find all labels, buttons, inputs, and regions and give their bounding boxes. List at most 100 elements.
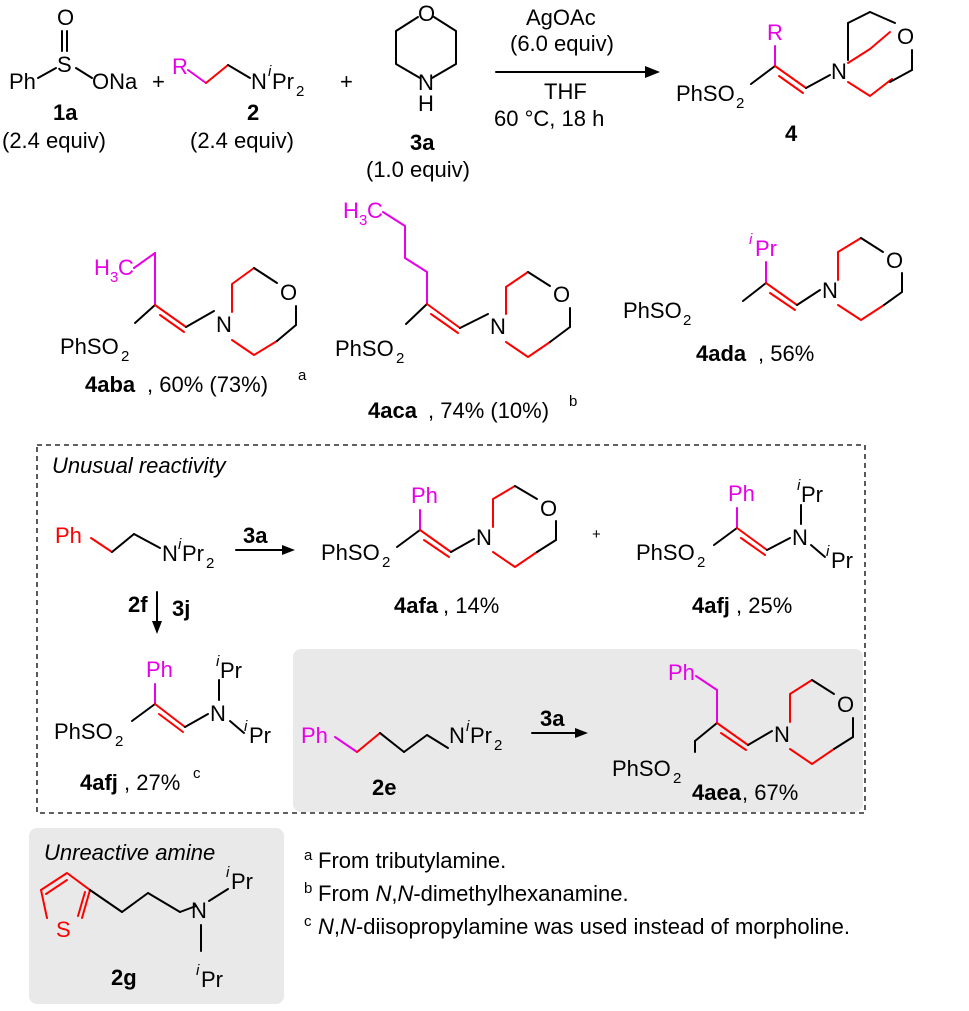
afj2-i-top: i: [216, 653, 220, 670]
afj-i-top: i: [797, 477, 801, 494]
yield-4afj-right: , 25%: [736, 593, 792, 618]
unreactive-title: Unreactive amine: [44, 840, 215, 865]
4aea-phenyl: Ph: [668, 660, 695, 685]
afj2-so2-sub: 2: [115, 733, 123, 750]
2e-isopropyl-i: i: [466, 718, 470, 735]
aca-phso2: PhSO: [335, 336, 394, 361]
footnote-b-mark: b: [304, 880, 312, 897]
label-2g: 2g: [111, 965, 137, 990]
label-4aba: 4aba: [85, 372, 136, 397]
reagent-equiv: (6.0 equiv): [510, 31, 614, 56]
label-4aea: 4aea: [692, 780, 742, 805]
2g-i-bottom: i: [196, 962, 200, 979]
reagent-3a-arrow-2: 3a: [540, 706, 565, 731]
product-4ada: i Pr PhSO 2 N O 4ada , 56%: [623, 231, 903, 366]
sulfinate-phenyl: Ph: [9, 69, 36, 94]
sulfinate-ona: ONa: [92, 69, 138, 94]
ada-nitrogen: N: [822, 278, 838, 303]
aca-oxygen: O: [553, 282, 570, 307]
footnote-a-text: From tributylamine.: [318, 848, 506, 873]
arrow-2f-3j: 3j: [152, 591, 190, 634]
reagent-3a: O N H 3a (1.0 equiv): [366, 1, 470, 182]
unreactive-amine-panel: [29, 828, 284, 1004]
unusual-title: Unusual reactivity: [52, 453, 228, 478]
note-4afj: c: [193, 765, 201, 782]
product-phso2: PhSO: [676, 81, 735, 106]
afa-nitrogen: N: [476, 525, 492, 550]
plus-sign-3: +: [592, 526, 601, 543]
afj-phso2: PhSO: [636, 540, 695, 565]
aba-nitrogen: N: [216, 312, 232, 337]
afa-oxygen: O: [540, 496, 557, 521]
2f-nitrogen: N: [162, 541, 178, 566]
ethyl-h-count: 3: [110, 269, 118, 286]
afa-phso2: PhSO: [321, 540, 380, 565]
note-4aca: b: [569, 393, 577, 410]
morpholine-nitrogen: N: [418, 70, 434, 95]
aca-nitrogen: N: [490, 314, 506, 339]
afj-ipr-top: Pr: [801, 482, 823, 507]
label-2f: 2f: [128, 592, 148, 617]
note-4aba: a: [298, 367, 307, 384]
product-4afj-left: Ph PhSO 2 N i Pr i Pr 4afj , 27% c: [54, 653, 271, 795]
isopropyl-count: 2: [296, 83, 304, 100]
aea-oxygen: O: [837, 692, 854, 717]
label-4afj-right: 4afj: [692, 593, 730, 618]
footnote-a-mark: a: [304, 847, 313, 864]
aca-so2-sub: 2: [396, 350, 404, 367]
substrate-2e: Ph N i Pr 2 2e: [301, 718, 502, 800]
equiv-3a: (1.0 equiv): [366, 157, 470, 182]
equiv-2: (2.4 equiv): [190, 128, 294, 153]
isopropyl-pr: Pr: [272, 69, 294, 94]
product-4: R PhSO 2 N O 4: [676, 11, 914, 146]
product-4aba: H 3 C PhSO 2 N O 4aba , 60% (73%) a: [60, 252, 307, 397]
footnote-c-text: N,N-diisopropylamine was used instead of…: [318, 914, 850, 939]
product-4afj-right: Ph PhSO 2 N i Pr i Pr 4afj , 25%: [636, 477, 853, 618]
reagent-agoac: AgOAc: [526, 5, 596, 30]
yield-4aca: , 74% (10%): [428, 398, 549, 423]
product-so2-sub: 2: [736, 95, 744, 112]
afj2-ipr-top: Pr: [220, 658, 242, 683]
afa-so2-sub: 2: [382, 554, 390, 571]
afj2-i-right: i: [244, 718, 248, 735]
2e-phenyl: Ph: [301, 723, 328, 748]
sulfinate-sulfur: S: [57, 52, 72, 77]
product-4aca: H 3 C PhSO 2 N O 4aca , 74% (10%) b: [335, 198, 577, 423]
4afj-left-phenyl: Ph: [146, 657, 173, 682]
amine-nitrogen: N: [251, 69, 267, 94]
equiv-1a: (2.4 equiv): [2, 128, 106, 153]
product-r: R: [767, 20, 783, 45]
reagent-2: R N i Pr 2 2 (2.4 equiv): [172, 54, 304, 153]
reagent-3j-arrow: 3j: [172, 596, 190, 621]
aba-oxygen: O: [280, 280, 297, 305]
2f-isopropyl-i: i: [178, 536, 182, 553]
footnote-c-mark: c: [304, 913, 312, 930]
isopropyl-i-4ada: i: [749, 231, 753, 248]
hexyl-h-count: 3: [359, 212, 367, 229]
2e-isopropyl-pr: Pr: [470, 723, 492, 748]
hexyl-h: H: [343, 198, 359, 223]
yield-4aba: , 60% (73%): [147, 372, 268, 397]
reagent-3a-arrow: 3a: [243, 523, 268, 548]
unusual-reactivity-box: [36, 444, 866, 814]
afj-nitrogen: N: [792, 525, 808, 550]
thiophene-sulfur: S: [56, 917, 71, 942]
2f-phenyl: Ph: [55, 523, 82, 548]
aba-so2-sub: 2: [121, 348, 129, 365]
substituent-r: R: [172, 54, 188, 79]
label-4: 4: [785, 121, 798, 146]
afj-so2-sub: 2: [697, 554, 705, 571]
2e-nitrogen: N: [449, 723, 465, 748]
isopropyl-i: i: [268, 63, 272, 80]
sulfinate-oxygen: O: [57, 5, 74, 30]
ada-phso2: PhSO: [623, 298, 682, 323]
yield-4aea: , 67%: [742, 780, 798, 805]
label-4afj-left: 4afj: [80, 770, 118, 795]
yield-4ada: , 56%: [758, 341, 814, 366]
aea-nitrogen: N: [774, 722, 790, 747]
product-4afa: Ph PhSO 2 N O 4afa , 14%: [321, 483, 557, 618]
aba-phso2: PhSO: [60, 334, 119, 359]
2e-isopropyl-count: 2: [494, 737, 502, 754]
afj2-nitrogen: N: [210, 701, 226, 726]
product-4aea: Ph PhSO 2 N O 4aea , 67%: [612, 660, 854, 805]
